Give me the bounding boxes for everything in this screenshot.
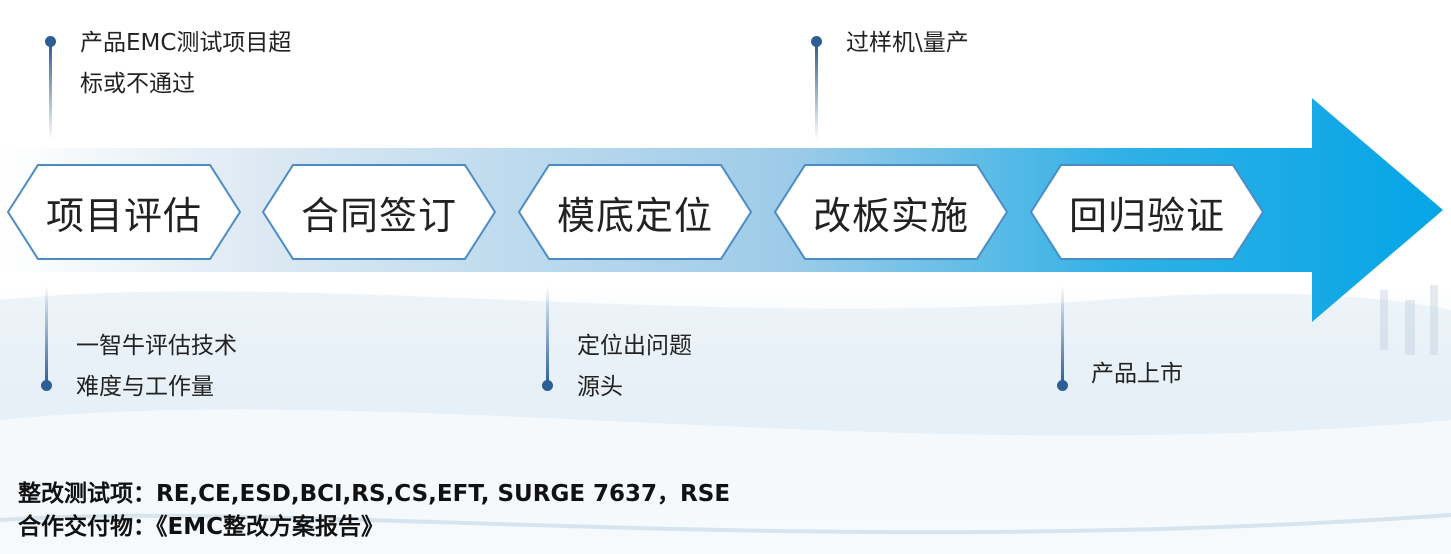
note-bottom-2: 定位出问题 源头	[577, 326, 692, 408]
note-line: 定位出问题	[577, 326, 692, 367]
connector-line-bottom-2	[546, 285, 549, 385]
note-line: 过样机\量产	[846, 23, 969, 64]
step-baseline-positioning: 模底定位	[517, 163, 753, 261]
note-line: 标或不通过	[80, 64, 291, 105]
step-label: 回归验证	[1069, 185, 1225, 240]
note-top-1: 产品EMC测试项目超 标或不通过	[80, 23, 291, 105]
step-label: 合同签订	[301, 185, 457, 240]
step-project-evaluation: 项目评估	[6, 163, 242, 261]
note-line: 难度与工作量	[76, 367, 237, 408]
note-line: 产品EMC测试项目超	[80, 23, 291, 64]
connector-dot-top-1	[45, 36, 56, 47]
note-bottom-3: 产品上市	[1091, 354, 1183, 395]
step-label: 项目评估	[46, 185, 202, 240]
note-bottom-1: 一智牛评估技术 难度与工作量	[76, 326, 237, 408]
step-regression-verification: 回归验证	[1029, 163, 1265, 261]
note-top-2: 过样机\量产	[846, 23, 969, 64]
step-label: 改板实施	[813, 185, 969, 240]
footer-test-items: 整改测试项：RE,CE,ESD,BCI,RS,CS,EFT, SURGE 763…	[18, 474, 730, 508]
connector-line-top-1	[49, 44, 52, 140]
note-line: 一智牛评估技术	[76, 326, 237, 367]
step-label: 模底定位	[557, 185, 713, 240]
step-board-modification: 改板实施	[773, 163, 1009, 261]
note-line: 产品上市	[1091, 354, 1183, 395]
connector-dot-bottom-1	[41, 380, 52, 391]
connector-dot-top-2	[811, 36, 822, 47]
connector-line-bottom-3	[1061, 285, 1064, 385]
connector-dot-bottom-2	[542, 380, 553, 391]
connector-dot-bottom-3	[1057, 380, 1068, 391]
footer-deliverables: 合作交付物：《EMC整改方案报告》	[18, 507, 384, 541]
step-contract-signing: 合同签订	[261, 163, 497, 261]
connector-line-bottom-1	[45, 285, 48, 385]
note-line: 源头	[577, 367, 692, 408]
connector-line-top-2	[815, 44, 818, 140]
